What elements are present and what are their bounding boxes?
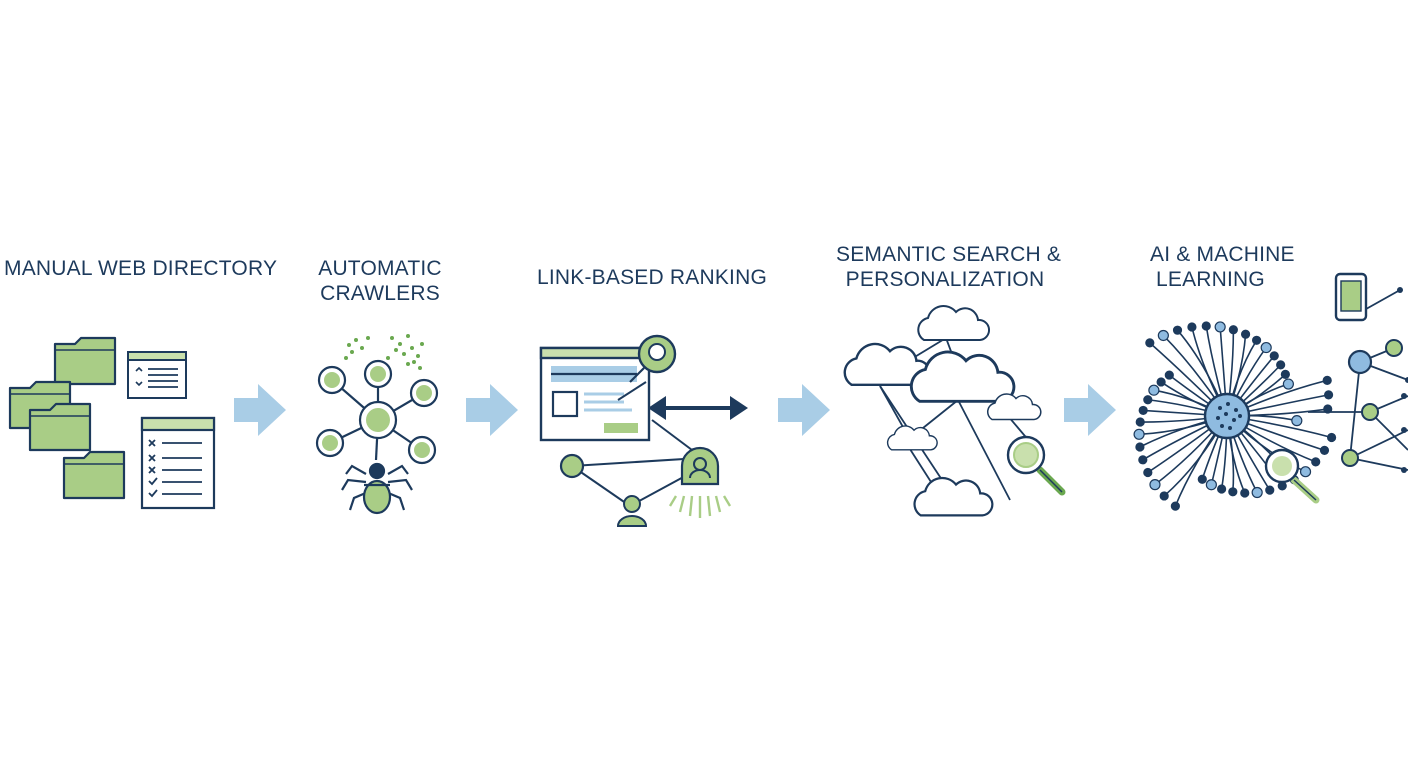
neural-endpoint — [1149, 479, 1161, 491]
neural-endpoint — [1276, 360, 1286, 370]
manual-directory-icon — [8, 336, 216, 510]
stage-title-link-based-ranking: LINK-BASED RANKING — [537, 265, 767, 290]
ranked-profile-icon — [668, 446, 732, 518]
cloud-icon — [886, 425, 938, 451]
neural-endpoint — [1133, 428, 1145, 440]
neural-endpoint — [1322, 375, 1332, 385]
neural-endpoint — [1228, 487, 1238, 497]
neural-core — [1203, 392, 1251, 440]
neural-endpoint — [1311, 457, 1321, 467]
network-node — [1341, 449, 1359, 467]
crawler-network-icon — [315, 334, 439, 515]
person-icon — [616, 495, 648, 527]
stage-title-line: PERSONALIZATION — [845, 268, 1045, 291]
stage-title-line: AUTOMATIC — [318, 257, 442, 280]
right-arrow-icon — [778, 384, 830, 436]
neural-endpoint — [1172, 325, 1183, 335]
cloud-icon — [913, 476, 994, 517]
neural-endpoint — [1326, 432, 1337, 443]
neural-endpoint — [1319, 445, 1330, 455]
neural-endpoint — [1280, 369, 1290, 379]
neural-endpoint — [1265, 485, 1275, 495]
neural-endpoint — [1217, 484, 1227, 494]
neural-endpoint — [1299, 466, 1312, 478]
semantic-cloud-network-icon — [843, 304, 1066, 517]
neural-endpoint — [1197, 474, 1207, 484]
webpage-icon — [539, 346, 651, 442]
magnifier-icon — [1006, 435, 1066, 496]
neural-endpoint — [1143, 467, 1153, 478]
neural-endpoint — [1205, 479, 1217, 491]
user-avatar-icon — [629, 334, 677, 383]
network-node — [1361, 403, 1379, 421]
neural-endpoint — [1323, 404, 1333, 414]
spider-icon — [341, 462, 413, 515]
neural-endpoint — [1251, 335, 1262, 345]
folder-icon — [53, 336, 117, 386]
neural-endpoint — [1148, 384, 1160, 396]
neural-endpoint — [1269, 351, 1279, 361]
stage-title-line: LEARNING — [1156, 268, 1265, 291]
neural-endpoint — [1260, 341, 1272, 354]
neural-endpoint — [1240, 329, 1251, 339]
neural-endpoint — [1240, 488, 1250, 498]
neural-endpoint — [1135, 417, 1145, 427]
smartphone-icon — [1334, 272, 1368, 322]
magnifier-icon — [1264, 448, 1320, 504]
stage-title-manual-directory: MANUAL WEB DIRECTORY — [4, 256, 277, 281]
data-dots-icon — [344, 334, 424, 370]
right-arrow-icon — [1064, 384, 1116, 436]
neural-endpoint — [1157, 329, 1169, 342]
neural-endpoint — [1323, 390, 1334, 400]
neural-endpoint — [1170, 501, 1180, 511]
stage-title-line: CRAWLERS — [320, 282, 440, 305]
checklist-icon — [140, 416, 216, 510]
stage-title-ai-machine-learning: AI & MACHINE LEARNING — [1150, 242, 1295, 292]
folder-icon — [28, 402, 92, 452]
stage-title-line: MANUAL WEB DIRECTORY — [4, 257, 278, 280]
right-arrow-icon — [466, 384, 518, 436]
folder-icon — [62, 450, 126, 500]
neural-endpoint — [1143, 395, 1153, 405]
link-node — [559, 453, 585, 479]
neural-endpoint — [1187, 322, 1197, 332]
ai-neural-burst-icon — [1133, 272, 1408, 511]
core-texture — [1216, 402, 1242, 430]
neural-endpoint — [1135, 442, 1145, 452]
neural-endpoint — [1228, 325, 1238, 335]
neural-endpoint — [1291, 415, 1303, 427]
neural-endpoint — [1138, 405, 1148, 416]
cloud-icon — [909, 350, 1016, 403]
stage-title-automatic-crawlers: AUTOMATIC CRAWLERS — [305, 256, 455, 306]
neural-endpoint — [1251, 486, 1263, 499]
neural-endpoint — [1282, 378, 1294, 390]
browser-window-icon — [127, 351, 187, 399]
neural-endpoint — [1145, 338, 1155, 348]
stage-title-line: AI & MACHINE — [1150, 243, 1295, 266]
neural-endpoint — [1138, 455, 1148, 465]
neural-endpoint — [1156, 377, 1166, 387]
link-ranking-icon — [539, 334, 748, 527]
neural-endpoint — [1214, 321, 1226, 333]
neural-endpoint — [1159, 491, 1169, 501]
network-node — [1347, 349, 1373, 375]
stage-title-semantic-search: SEMANTIC SEARCH & PERSONALIZATION — [836, 242, 1062, 292]
cloud-icon — [917, 304, 991, 341]
neural-endpoint — [1164, 370, 1174, 380]
stage-title-line: LINK-BASED RANKING — [537, 266, 767, 289]
stage-title-line: SEMANTIC SEARCH & — [836, 243, 1062, 266]
network-node — [1385, 339, 1403, 357]
neural-endpoint — [1201, 321, 1211, 331]
right-arrow-icon — [234, 384, 286, 436]
bidirectional-arrow-icon — [648, 396, 748, 420]
